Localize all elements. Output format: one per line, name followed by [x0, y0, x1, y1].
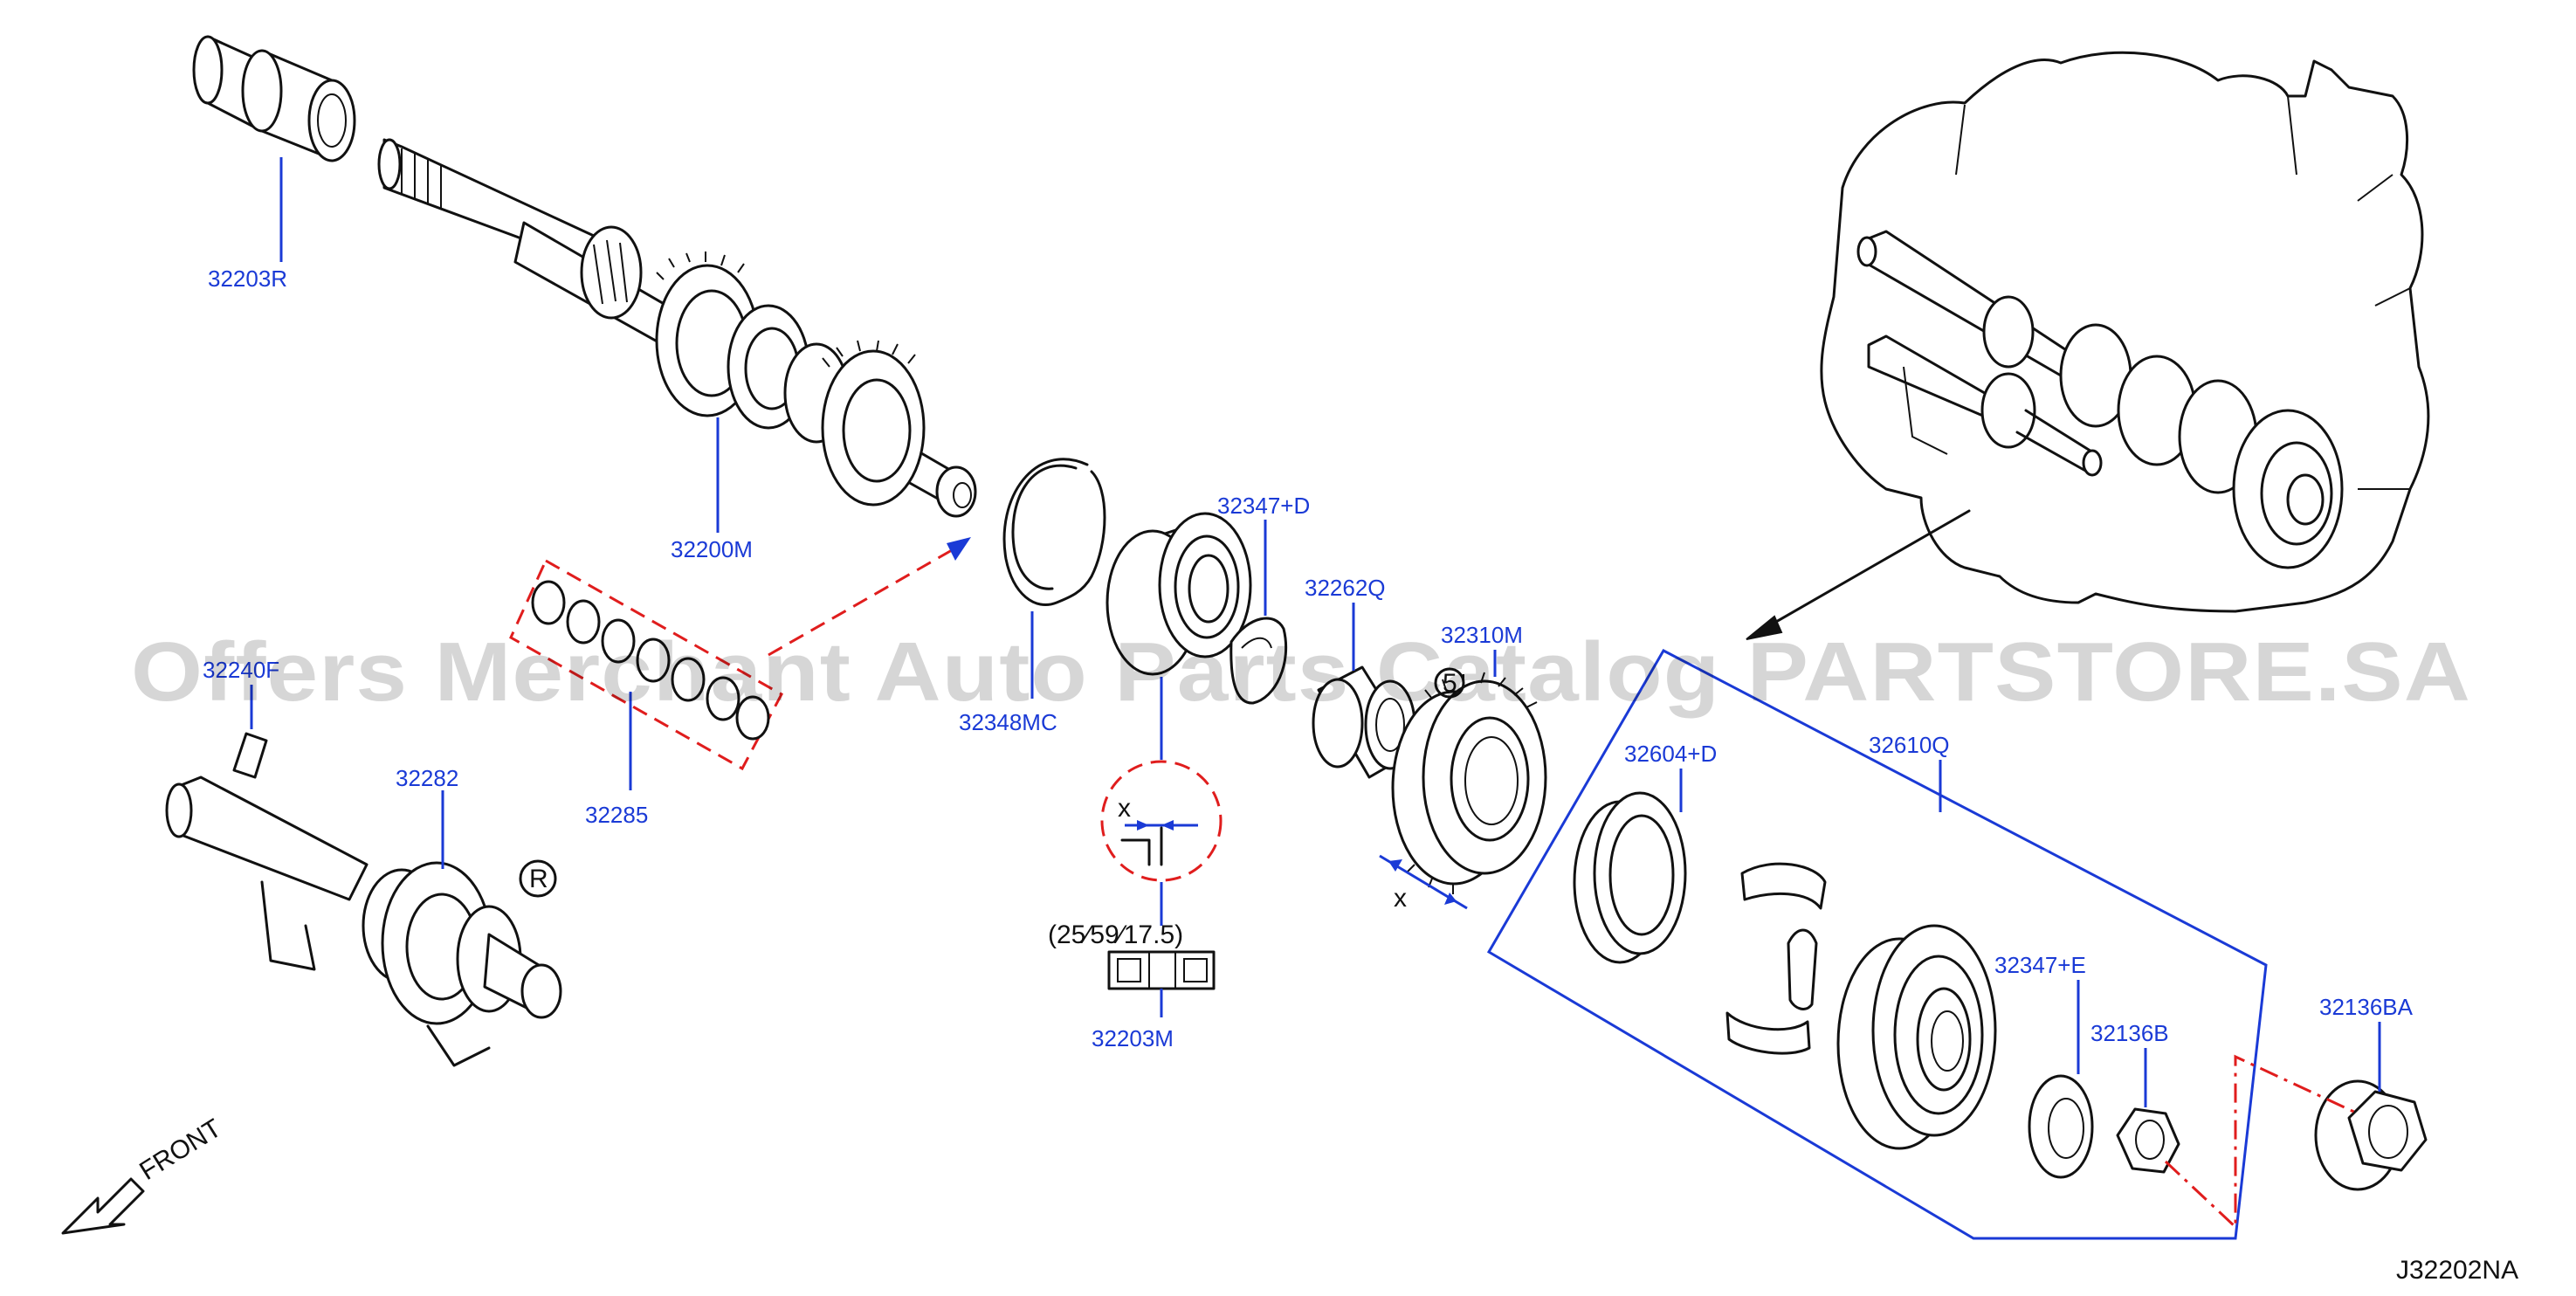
part-32310M-gear [1379, 650, 1547, 910]
part-32200M-shaft [377, 138, 977, 533]
part-32203M-bearing [1107, 950, 1216, 1017]
label-32240F: 32240F [203, 657, 279, 683]
front-direction: FRONT [61, 1113, 226, 1235]
inset-arrow [1746, 509, 1971, 640]
gear-mark: 5 [1443, 669, 1457, 698]
part-32136B-nut [2116, 1048, 2180, 1174]
gear-dim-x: x [1394, 884, 1407, 913]
part-32610Q-group [1486, 649, 2268, 1240]
part-32282-countershaft [165, 776, 562, 1067]
front-label: FRONT [134, 1113, 226, 1186]
label-32285: 32285 [585, 802, 648, 828]
label-32610Q: 32610Q [1869, 732, 1950, 758]
part-synchro-sleeve [1836, 924, 1997, 1150]
part-32136BA-nut [2314, 1022, 2428, 1191]
drawing-code: J32202NA [2396, 1256, 2518, 1285]
label-32347E: 32347+E [1994, 952, 2086, 978]
part-32604D-ring [1573, 769, 1687, 964]
label-32310M: 32310M [1441, 622, 1523, 648]
label-32262Q: 32262Q [1305, 575, 1386, 601]
label-32203M: 32203M [1092, 1025, 1174, 1051]
label-32347D: 32347+D [1217, 493, 1310, 519]
label-32604D: 32604+D [1624, 741, 1717, 767]
label-32348MC: 32348MC [959, 709, 1057, 735]
watermark: Offers Merchant Auto Parts Catalog PARTS… [131, 625, 2471, 719]
part-32262Q-bushing [1312, 603, 1416, 779]
label-32136B: 32136B [2090, 1020, 2169, 1046]
part-insert-keys [1725, 862, 1827, 1055]
detail-dim-x: x [1118, 794, 1131, 823]
part-32348MC-snapring [1002, 458, 1106, 699]
part-32347E-washer [2028, 980, 2094, 1179]
part-32347D-washer [1229, 520, 1288, 705]
part-32240F-pin [232, 685, 268, 779]
part-ball-bearing [1105, 512, 1252, 760]
label-32282: 32282 [396, 765, 458, 791]
part-32285-rollers [509, 537, 971, 790]
part-labels: 32203R 32200M 32285 32282 32240F 32348MC… [203, 265, 2518, 1285]
part-32203R-bearing [192, 35, 356, 262]
label-32136BA: 32136BA [2319, 994, 2414, 1020]
detail-size-label: (25⁄59⁄17.5) [1048, 920, 1183, 949]
registered-mark: R [529, 865, 548, 893]
clearance-detail [1100, 760, 1223, 926]
label-32203R: 32203R [208, 265, 287, 292]
label-32200M: 32200M [671, 536, 753, 562]
assembly-inset [1820, 51, 2430, 613]
